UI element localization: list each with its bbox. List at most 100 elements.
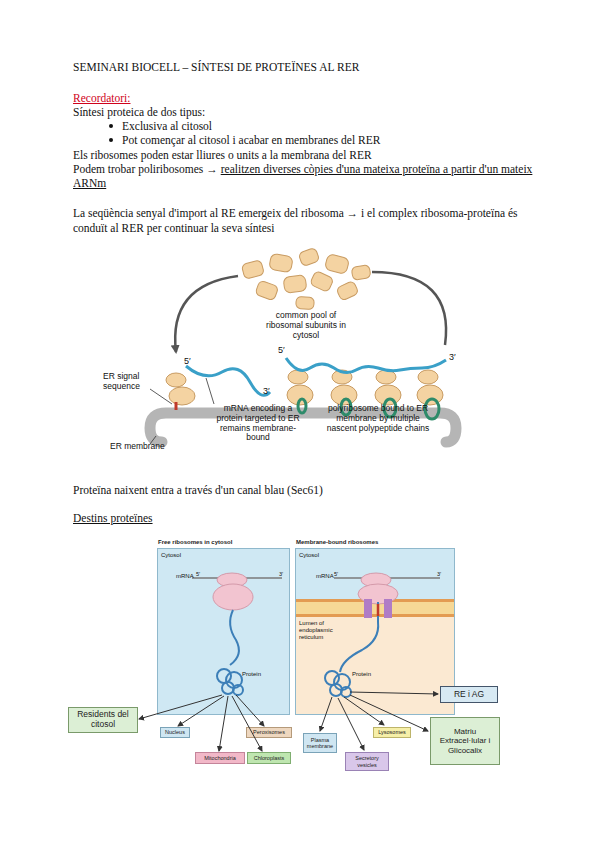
- box-label: Chloroplasts: [254, 755, 285, 761]
- label-box: Els ribosomes poden estar lliures o unit…: [73, 148, 372, 162]
- label-box: 3′: [263, 386, 270, 396]
- label-box: La seqüència senyal d'import al RE emerg…: [73, 206, 529, 236]
- ribosome-subunit: [310, 270, 334, 292]
- destination-box: RE i AG: [440, 686, 498, 703]
- panel-heading: Membrane-bound ribosomes: [296, 539, 378, 546]
- destination-box: Secretory vesicles: [345, 752, 389, 771]
- ribosome-subunit: [296, 296, 315, 310]
- compartment-label: Cytosol: [299, 552, 319, 558]
- ribosome-large-subunit: [287, 385, 313, 405]
- ribosome-subunit: [298, 247, 320, 266]
- cycle-arrow: [372, 272, 446, 345]
- figure-label: common pool of ribosomal subunits in cyt…: [266, 310, 346, 340]
- page-title: SEMINARI BIOCELL – SÍNTESI DE PROTEÏNES …: [73, 61, 359, 73]
- ribosome-small-subunit: [376, 370, 396, 384]
- ribosome-subunit: [241, 260, 264, 280]
- figure-label: ER membrane: [110, 441, 165, 451]
- destination-box: Peroxisomes: [246, 727, 292, 738]
- figure-label: Protein: [352, 671, 371, 677]
- box-label: Secretory vesicles: [347, 755, 387, 768]
- figure-label: ER signal sequence: [103, 371, 140, 391]
- ribosome-subunit: [255, 280, 279, 301]
- box-label: Nucleus: [165, 729, 185, 735]
- label-box: 5′: [334, 571, 338, 577]
- nascent-chain: [298, 399, 306, 413]
- ribosome-small-subunit: [332, 370, 352, 384]
- label-box: Proteïna naixent entra a través d'un can…: [73, 483, 323, 497]
- label-box: Pot començar al citosol i acabar en memb…: [122, 133, 380, 147]
- bullet-item: Pot començar al citosol i acabar en memb…: [122, 134, 380, 146]
- label-box: 5′: [196, 571, 200, 577]
- label-box: mRNA: [316, 573, 334, 580]
- ribosome-subunit: [283, 275, 307, 294]
- bullet-dot: [109, 138, 113, 142]
- strand-end: 5′: [196, 571, 200, 577]
- section-heading: Recordatori:: [73, 92, 130, 104]
- label-box: 3′: [279, 571, 283, 577]
- compartment-label: Cytosol: [161, 552, 181, 558]
- ribosome-subunit: [351, 265, 371, 281]
- ribosome-subunit: [336, 280, 359, 301]
- box-label: Matriu Extracel·lular i Glicocalix: [432, 727, 498, 755]
- leader-line: [206, 378, 214, 404]
- label-box: Destins proteïnes: [73, 511, 153, 525]
- ribosome-large-subunit: [331, 385, 357, 405]
- label-box: Podem trobar poliribosomes →realitzen di…: [73, 162, 535, 190]
- label-box: mRNA encoding a protein targeted to ER r…: [210, 404, 306, 443]
- label-box: 3′: [437, 571, 441, 577]
- ribosome-small-subunit: [288, 370, 308, 384]
- label-box: 5′: [184, 356, 191, 366]
- strand-end: 3′: [437, 571, 441, 577]
- label-box: Exclusiva al citosol: [122, 119, 212, 133]
- label-box: 3′: [449, 352, 456, 362]
- ribosome-large-subunit: [417, 385, 443, 405]
- figure-label: mRNA: [316, 573, 334, 579]
- body-text: Síntesi proteica de dos tipus:: [73, 106, 205, 118]
- body-text: Els ribosomes poden estar lliures o unit…: [73, 149, 372, 161]
- destination-box: Plasma membrane: [303, 733, 337, 753]
- label-box: ER membrane: [110, 442, 165, 452]
- box-label: Lysosomes: [378, 729, 406, 735]
- label-box: mRNA: [176, 573, 194, 580]
- label-box: Lumen of endoplasmic reticulum: [299, 620, 355, 641]
- body-text: La seqüència senyal d'import al RE emerg…: [73, 207, 517, 234]
- body-text: Proteïna naixent entra a través d'un can…: [73, 484, 323, 496]
- ribosome-subunit: [269, 253, 293, 273]
- destination-box: Matriu Extracel·lular i Glicocalix: [430, 717, 500, 765]
- figure-label: mRNA: [176, 573, 194, 579]
- compartment-label: Lumen of endoplasmic reticulum: [299, 620, 333, 640]
- figure-label: Protein: [242, 671, 261, 677]
- panel-heading: Free ribosomes in cytosol: [158, 539, 232, 546]
- strand-end: 3′: [449, 352, 456, 362]
- label-box: common pool of ribosomal subunits in cyt…: [260, 311, 352, 340]
- ribosome-large-subunit: [169, 387, 195, 405]
- label-box: polyribosome bound to ER membrane by mul…: [326, 404, 430, 433]
- figure-label: polyribosome bound to ER membrane by mul…: [327, 403, 430, 433]
- leader-line: [150, 389, 172, 404]
- destination-box: Lysosomes: [373, 727, 411, 738]
- bullet-dot: [109, 124, 113, 128]
- strand-end: 3′: [263, 386, 270, 396]
- body-text: Podem trobar poliribosomes →: [73, 163, 218, 175]
- title-text: SEMINARI BIOCELL – SÍNTESI DE PROTEÏNES …: [73, 61, 359, 73]
- strand-end: 5′: [278, 345, 285, 355]
- mrna-strand: [186, 366, 270, 395]
- ribosome-small-subunit: [166, 373, 186, 387]
- label-box: Recordatori:: [73, 91, 130, 105]
- box-label: Peroxisomes: [253, 729, 285, 735]
- label-box: Protein: [242, 671, 261, 678]
- strand-end: 3′: [279, 571, 283, 577]
- label-box: Cytosol: [299, 552, 319, 559]
- destination-box: Nucleus: [160, 727, 190, 738]
- box-label: RE i AG: [454, 690, 484, 700]
- signal-sequence: [175, 402, 178, 410]
- ribosome-subunit: [324, 253, 349, 274]
- label-box: Cytosol: [161, 552, 181, 559]
- mrna-strand: [286, 358, 446, 373]
- destination-box: Chloroplasts: [247, 752, 291, 764]
- destination-box: Residents del citosol: [68, 707, 138, 733]
- label-box: 5′: [278, 345, 285, 355]
- figure-label: mRNA encoding a protein targeted to ER r…: [216, 403, 299, 442]
- label-box: Síntesi proteica de dos tipus:: [73, 105, 205, 119]
